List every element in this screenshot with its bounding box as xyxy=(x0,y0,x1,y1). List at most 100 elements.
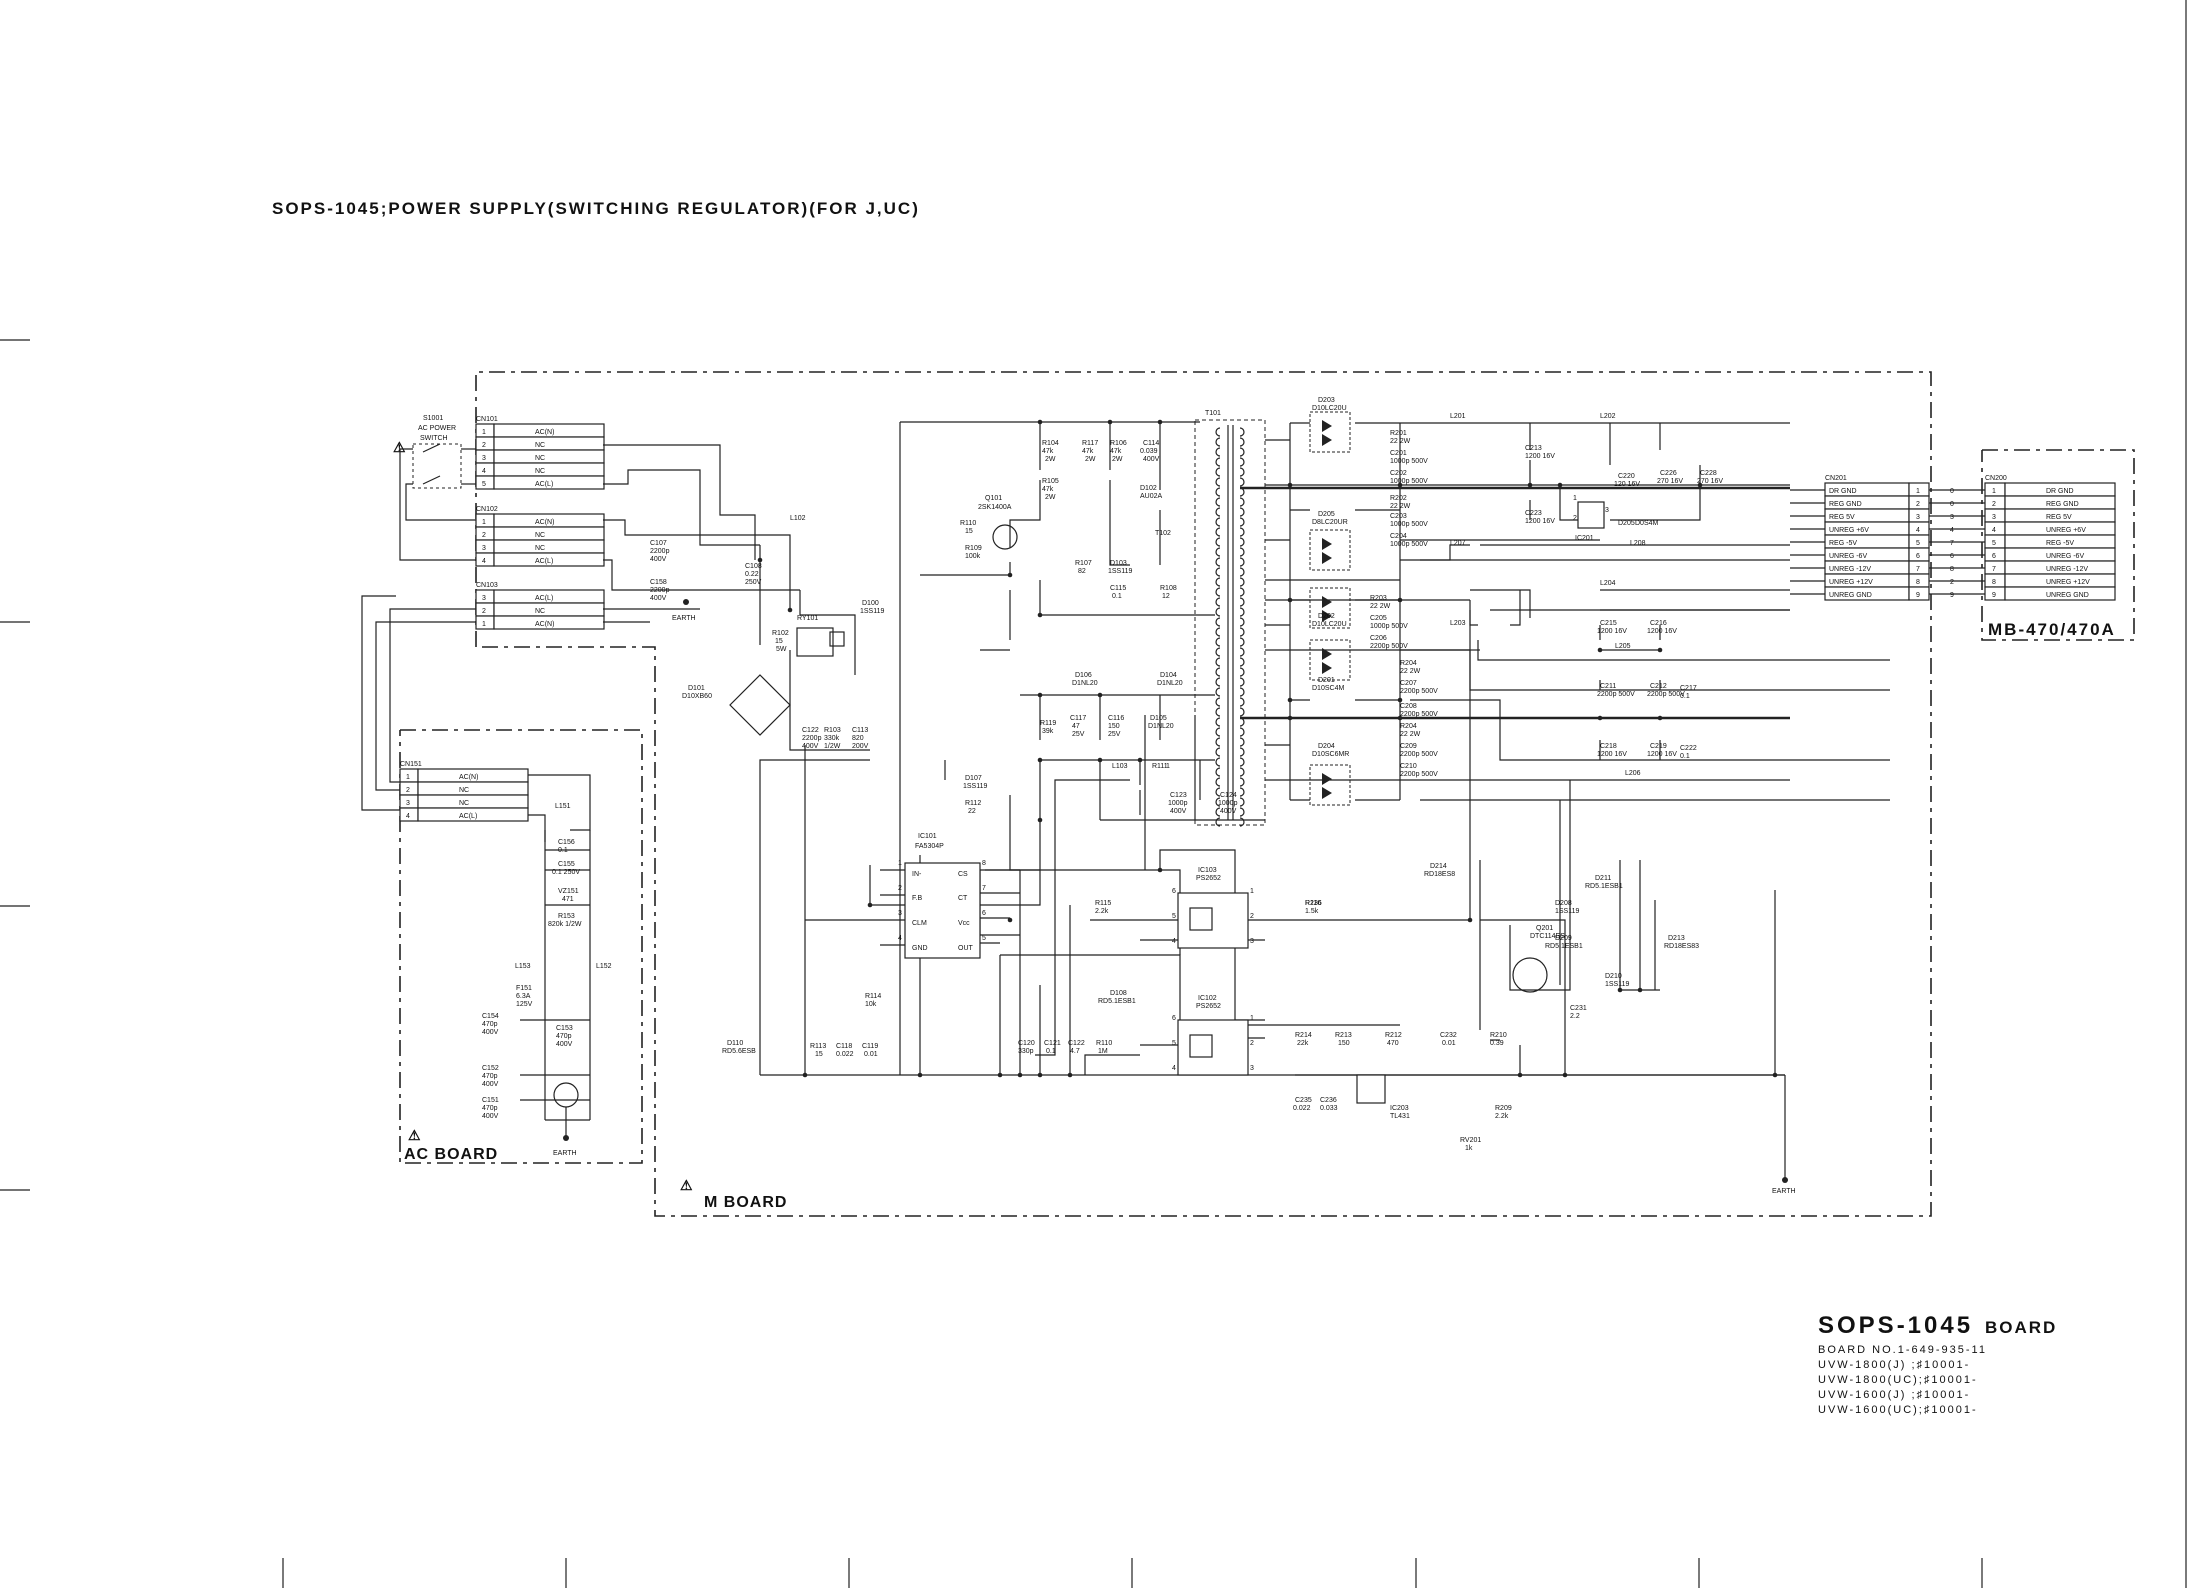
svg-text:F.B: F.B xyxy=(912,895,922,902)
cn101-cell: NC xyxy=(535,455,545,462)
part-label-c208v: 2200p 500V xyxy=(1400,711,1438,718)
cn101-cell: AC(L) xyxy=(535,481,553,488)
svg-text:0.1 250V: 0.1 250V xyxy=(552,869,580,876)
part-label-r102v2: 5W xyxy=(776,646,787,653)
part-label-c222v: 0.1 xyxy=(1680,753,1690,760)
part-label-d201v: D10SC4M xyxy=(1312,685,1344,692)
part-label-c228: C228 xyxy=(1700,470,1717,477)
part-label-d108v: RD5.1ESB1 xyxy=(1098,998,1136,1005)
part-label-d208: D208 xyxy=(1555,900,1572,907)
junction-dot xyxy=(1397,597,1403,603)
part-label-d210: D210 xyxy=(1605,973,1622,980)
svg-text:2SK1400A: 2SK1400A xyxy=(978,504,1012,511)
part-label-d107v: 1SS119 xyxy=(963,783,987,790)
cn200-cell: 3 xyxy=(1992,514,1996,521)
svg-text:FA5304P: FA5304P xyxy=(915,843,944,850)
svg-text:D101: D101 xyxy=(688,685,705,692)
svg-text:Q101: Q101 xyxy=(985,495,1002,502)
cn102-cell: NC xyxy=(535,532,545,539)
part-label-d205: D205 xyxy=(1318,511,1335,518)
part-label-r119v: 39k xyxy=(1042,728,1054,735)
junction-dot xyxy=(997,1072,1003,1078)
warning-symbol: ⚠ xyxy=(408,1127,421,1143)
part-label-r202v: 22 2W xyxy=(1390,503,1411,510)
part-label-r105v2: 2W xyxy=(1045,494,1056,501)
svg-text:SWITCH: SWITCH xyxy=(420,435,448,442)
part-label-c118v: 0.022 xyxy=(836,1051,854,1058)
part-label-r110: R110 xyxy=(960,520,976,527)
part-label-c206v: 2200p 500V xyxy=(1370,643,1408,650)
svg-text:1: 1 xyxy=(1573,495,1577,502)
cn201-cell: REG -5V xyxy=(1829,540,1857,547)
part-label-d203: D203 xyxy=(1318,397,1335,404)
svg-text:470p: 470p xyxy=(482,1073,498,1080)
part-label-c120: C120 xyxy=(1018,1040,1035,1047)
junction-dot xyxy=(1037,757,1043,763)
svg-text:8: 8 xyxy=(982,860,986,867)
svg-text:PS2652: PS2652 xyxy=(1196,875,1221,882)
part-label-r115: R115 xyxy=(1095,900,1111,907)
link-pin-label: 8 xyxy=(1950,566,1954,573)
secondary-wiring xyxy=(1240,422,1890,1180)
part-label-c113v2: 200V xyxy=(852,743,869,750)
svg-text:VZ151: VZ151 xyxy=(558,888,579,895)
svg-text:IC101: IC101 xyxy=(918,833,937,840)
svg-text:400V: 400V xyxy=(482,1029,499,1036)
part-label-r116v: 1.5k xyxy=(1305,908,1319,915)
part-label-r110v: 15 xyxy=(965,528,973,535)
part-label-d104: D104 xyxy=(1160,672,1177,679)
part-label-l204: L204 xyxy=(1600,580,1616,587)
junction-dot xyxy=(1007,917,1013,923)
cn151-name: CN151 xyxy=(400,761,422,768)
link-pin-label: 0 xyxy=(1950,501,1954,508)
cn102-name: CN102 xyxy=(476,506,498,513)
svg-text:C156: C156 xyxy=(558,839,575,846)
part-label-c114: C114 xyxy=(1143,440,1159,447)
part-label-r107: R107 xyxy=(1075,560,1092,567)
svg-text:EARTH: EARTH xyxy=(1772,1188,1796,1195)
part-label-d103: D103 xyxy=(1110,560,1127,567)
junction-dot xyxy=(1467,917,1473,923)
junction-dot xyxy=(1397,697,1403,703)
part-label-c117v2: 25V xyxy=(1072,731,1085,738)
svg-text:C153: C153 xyxy=(556,1025,573,1032)
part-label-c209: C209 xyxy=(1400,743,1417,750)
page-title: SOPS-1045;POWER SUPPLY(SWITCHING REGULAT… xyxy=(272,199,920,218)
cn101-cell: 4 xyxy=(482,468,486,475)
part-label-d102: D102 xyxy=(1140,485,1157,492)
part-label-c209v: 2200p 500V xyxy=(1400,751,1438,758)
part-label-r201: R201 xyxy=(1390,430,1407,437)
junction-dot xyxy=(1527,482,1533,488)
svg-text:470p: 470p xyxy=(482,1105,498,1112)
part-label-l103: L103 xyxy=(1112,763,1128,770)
svg-text:5: 5 xyxy=(1172,913,1176,920)
part-label-c231: C231 xyxy=(1570,1005,1587,1012)
svg-text:400V: 400V xyxy=(482,1113,499,1120)
link-pin-label: 9 xyxy=(1950,592,1954,599)
primary-components: D101 D10XB60 RY101 Q101 2SK1400A T102 IC… xyxy=(672,495,1796,1195)
cn200-cell: UNREG +12V xyxy=(2046,579,2090,586)
part-label-c107v: 2200p xyxy=(650,548,670,555)
svg-text:125V: 125V xyxy=(516,1001,533,1008)
part-label-c217v: 0.1 xyxy=(1680,693,1690,700)
part-label-c212v: 2200p 500V xyxy=(1647,691,1685,698)
cn151-cell: 2 xyxy=(406,787,410,794)
part-label-c123v: 1000p xyxy=(1168,800,1188,807)
svg-text:CT: CT xyxy=(958,895,968,902)
part-label-d209: D209 xyxy=(1555,935,1572,942)
cn200-cell: REG -5V xyxy=(2046,540,2074,547)
m-board-outline xyxy=(475,371,1932,1217)
svg-text:RY101: RY101 xyxy=(797,615,818,622)
part-label-r202: R202 xyxy=(1390,495,1407,502)
svg-text:IC102: IC102 xyxy=(1198,995,1217,1002)
link-pin-label: 3 xyxy=(1950,514,1954,521)
part-label-c223v: 1200 16V xyxy=(1525,518,1555,525)
part-label-c220v: 120 16V xyxy=(1614,481,1640,488)
part-label-d100: D100 xyxy=(862,600,879,607)
junction-dot xyxy=(1037,1072,1043,1078)
part-label-d103v: 1SS119 xyxy=(1108,568,1132,575)
svg-text:⚠: ⚠ xyxy=(393,439,406,455)
part-label-rv201: RV201 xyxy=(1460,1137,1481,1144)
